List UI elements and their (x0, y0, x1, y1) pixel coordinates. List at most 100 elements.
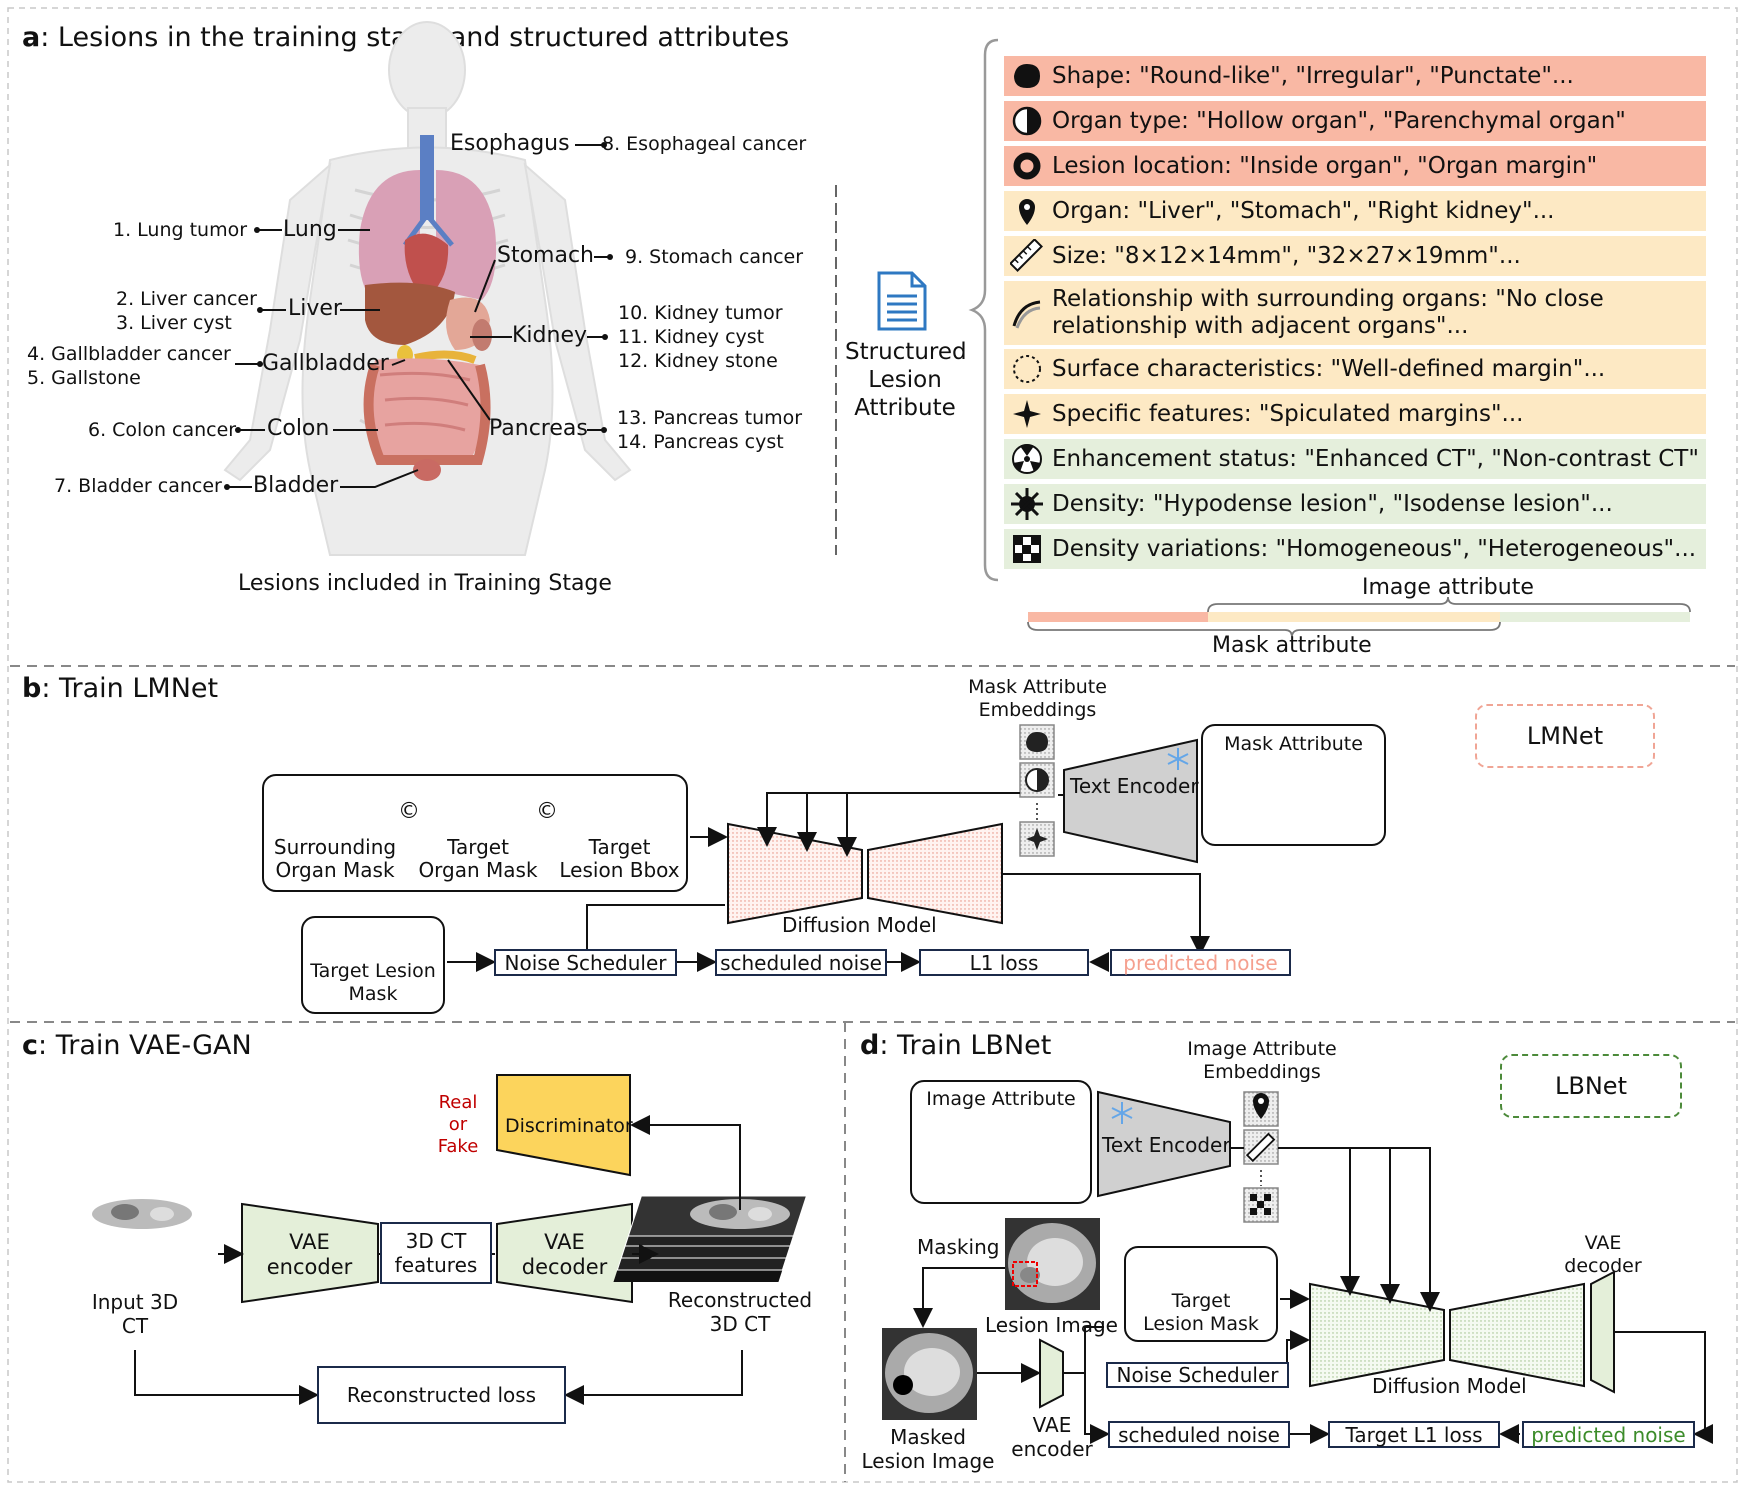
organ-lung: Lung (283, 217, 337, 242)
lbnet-text-encoder: Text Encoder (1102, 1133, 1231, 1157)
document-icon (877, 271, 927, 331)
attribute-row: Enhancement status: "Enhanced CT", "Non-… (1004, 439, 1706, 479)
attribute-text: Shape: "Round-like", "Irregular", "Punct… (1052, 62, 1574, 89)
section-c-title: c: Train VAE-GAN (22, 1030, 252, 1061)
mask-only-bar (1028, 612, 1208, 622)
mask-attribute-title: Mask Attribute (1224, 733, 1363, 755)
attribute-text: Organ: "Liver", "Stomach", "Right kidney… (1052, 197, 1555, 224)
organ-pancreas: Pancreas (489, 416, 588, 441)
lmnet-predicted-noise: predicted noise (1110, 949, 1291, 976)
attribute-text: Size: "8×12×14mm", "32×27×19mm"... (1052, 242, 1521, 269)
ring-icon (1010, 149, 1044, 183)
curve-relation-icon (1010, 296, 1044, 330)
reconstructed-loss-box: Reconstructed loss (317, 1366, 566, 1424)
lesion-label: 3. Liver cyst (116, 312, 232, 334)
discriminator-label: Discriminator (505, 1115, 633, 1137)
lbnet-target-l1-loss: Target L1 loss (1328, 1421, 1500, 1448)
dashed-circle-icon (1010, 352, 1044, 386)
concat-symbol: © (398, 799, 420, 824)
attribute-text: Enhancement status: "Enhanced CT", "Non-… (1052, 445, 1699, 472)
lesion-label: 2. Liver cancer (116, 288, 257, 310)
lbnet-diffusion-model-label: Diffusion Model (1372, 1374, 1527, 1398)
sparkle-icon (1010, 397, 1044, 431)
attribute-row: Relationship with surrounding organs: "N… (1004, 281, 1706, 345)
anatomy-caption: Lesions included in Training Stage (238, 571, 612, 596)
masking-label: Masking (917, 1235, 1000, 1259)
concat-symbol: © (536, 799, 558, 824)
attribute-row: Surface characteristics: "Well-defined m… (1004, 349, 1706, 389)
lesion-label: 12. Kidney stone (618, 350, 778, 372)
lesion-label: 4. Gallbladder cancer (27, 343, 231, 365)
image-attribute-box: Image Attribute (910, 1080, 1092, 1204)
lesion-label: 1. Lung tumor (113, 219, 248, 241)
attribute-text: Density variations: "Homogeneous", "Hete… (1052, 535, 1697, 562)
lbnet-noise-scheduler: Noise Scheduler (1106, 1362, 1289, 1388)
section-b-title: b: Train LMNet (22, 673, 219, 704)
lung-left-shape (358, 170, 420, 300)
liver-shape (365, 282, 455, 345)
lung-right-shape (436, 170, 497, 300)
lmnet-scheduled-noise: scheduled noise (715, 949, 887, 976)
lesion-label: 6. Colon cancer (88, 419, 237, 441)
attribute-text: Specific features: "Spiculated margins".… (1052, 400, 1524, 427)
location-pin-icon (1010, 194, 1044, 228)
attribute-row: Shape: "Round-like", "Irregular", "Punct… (1004, 56, 1706, 96)
lesion-label: 14. Pancreas cyst (617, 431, 784, 453)
attribute-text: Lesion location: "Inside organ", "Organ … (1052, 152, 1598, 179)
lmnet-badge: LMNet (1475, 704, 1655, 768)
lesion-image-label: Lesion Image (985, 1313, 1118, 1337)
attribute-row: Density: "Hypodense lesion", "Isodense l… (1004, 484, 1706, 524)
esophagus-shape (420, 135, 434, 220)
attribute-row: Size: "8×12×14mm", "32×27×19mm"... (1004, 236, 1706, 276)
attribute-text: Organ type: "Hollow organ", "Parenchymal… (1052, 107, 1626, 134)
organ-colon: Colon (267, 416, 330, 441)
image-attribute-label: Image attribute (1362, 575, 1534, 600)
organ-liver: Liver (288, 296, 342, 321)
lesion-label: 8. Esophageal cancer (602, 133, 807, 155)
lesion-label: 7. Bladder cancer (54, 475, 222, 497)
lbnet-badge: LBNet (1500, 1054, 1682, 1118)
blob-shape-icon (1010, 59, 1044, 93)
mask-attribute-label: Mask attribute (1212, 633, 1372, 658)
image-attribute-title: Image Attribute (926, 1088, 1076, 1110)
checker-icon (1010, 532, 1044, 566)
attribute-row: Organ: "Liver", "Stomach", "Right kidney… (1004, 191, 1706, 231)
lmnet-condition-box (262, 774, 688, 892)
attribute-row: Specific features: "Spiculated margins".… (1004, 394, 1706, 434)
attribute-text: Density: "Hypodense lesion", "Isodense l… (1052, 490, 1613, 517)
attribute-text: Relationship with surrounding organs: "N… (1052, 286, 1604, 339)
organ-bladder: Bladder (253, 473, 339, 498)
mask-attribute-box: Mask Attribute (1201, 724, 1386, 846)
radiation-icon (1010, 442, 1044, 476)
sun-burst-icon (1010, 487, 1044, 521)
image-only-bar (1500, 612, 1690, 622)
lmnet-text-encoder: Text Encoder (1070, 774, 1199, 798)
attribute-row: Organ type: "Hollow organ", "Parenchymal… (1004, 101, 1706, 141)
lesion-label: 13. Pancreas tumor (617, 407, 803, 429)
attribute-row: Lesion location: "Inside organ", "Organ … (1004, 146, 1706, 186)
lesion-label: 11. Kidney cyst (618, 326, 765, 348)
organ-stomach: Stomach (497, 243, 595, 268)
lmnet-diffusion-model-label: Diffusion Model (782, 913, 937, 937)
lbnet-predicted-noise: predicted noise (1522, 1421, 1695, 1448)
attribute-row: Density variations: "Homogeneous", "Hete… (1004, 529, 1706, 569)
organ-gallbladder: Gallbladder (262, 351, 389, 376)
shared-bar (1208, 612, 1500, 622)
lesion-label: 5. Gallstone (27, 367, 141, 389)
